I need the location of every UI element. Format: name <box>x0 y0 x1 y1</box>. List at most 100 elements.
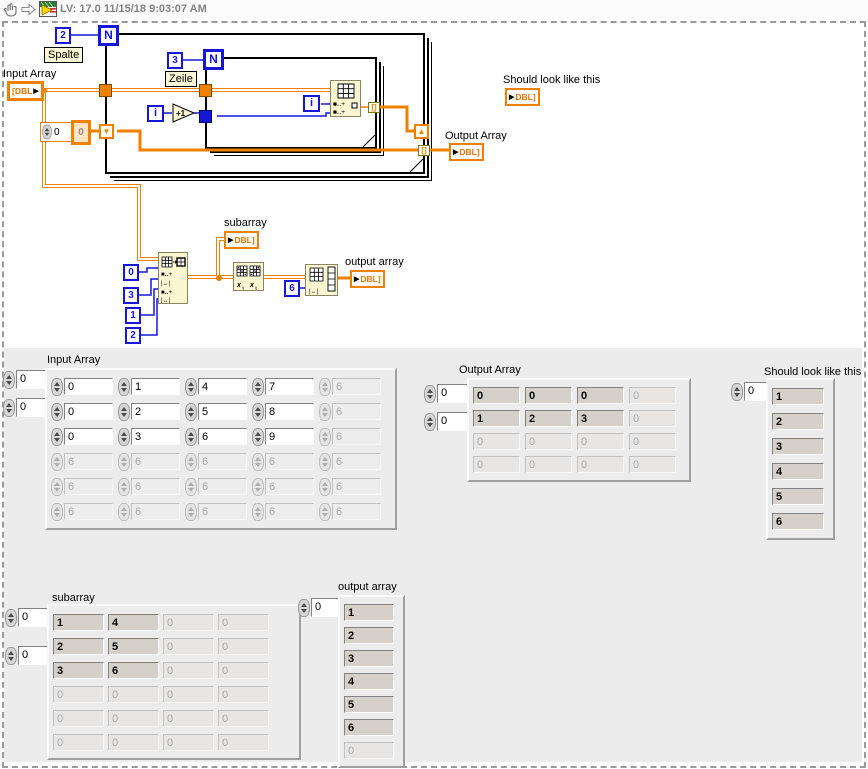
array-cell[interactable]: 6 <box>51 499 118 524</box>
index-spinner[interactable] <box>3 370 15 389</box>
cell-spinner[interactable] <box>185 402 197 421</box>
array-cell[interactable]: 4 <box>185 374 252 399</box>
free-label-zeile[interactable]: Zeile <box>165 71 197 87</box>
subset-length-constant[interactable]: 3 <box>123 287 139 304</box>
vi-icon[interactable] <box>39 1 57 18</box>
cell-spinner[interactable] <box>319 377 331 396</box>
cell-spinner[interactable] <box>51 427 63 446</box>
cell-value[interactable]: 6 <box>332 453 381 470</box>
tunnel-orange-inner[interactable] <box>199 84 212 97</box>
cell-spinner[interactable] <box>319 502 331 521</box>
index-value[interactable]: 0 <box>16 398 47 417</box>
index-array-function[interactable]: ■‥+ ■‥+ <box>330 80 361 117</box>
array-cell[interactable]: 6 <box>185 499 252 524</box>
index-value[interactable]: 0 <box>16 370 47 389</box>
constant-spinner[interactable] <box>42 124 52 140</box>
index-spinner[interactable] <box>3 398 15 417</box>
output-lower-index-0[interactable]: 0 <box>298 598 342 617</box>
cell-value[interactable]: 0 <box>64 403 113 420</box>
cell-value[interactable]: 6 <box>198 503 247 520</box>
output-array-terminal[interactable]: ▶DBL] <box>449 143 484 161</box>
array-cell[interactable]: 6 <box>252 449 319 474</box>
array-cell[interactable]: 9 <box>252 424 319 449</box>
cell-spinner[interactable] <box>252 402 264 421</box>
array-cell[interactable]: 6 <box>118 449 185 474</box>
cell-value[interactable]: 6 <box>265 453 314 470</box>
array-cell[interactable]: 6 <box>252 474 319 499</box>
cell-value[interactable]: 2 <box>131 403 180 420</box>
outer-loop-count-terminal[interactable]: N <box>98 25 119 46</box>
index-spinner[interactable] <box>424 384 436 403</box>
array-cell[interactable]: 6 <box>185 474 252 499</box>
index-value[interactable]: 0 <box>437 412 468 431</box>
numeric-constant[interactable]: 2 <box>55 27 71 44</box>
subset-index-constant[interactable]: 0 <box>123 264 139 281</box>
cell-value[interactable]: 0 <box>64 378 113 395</box>
shift-init-constant-selected[interactable]: 0 <box>71 120 91 145</box>
cell-spinner[interactable] <box>118 452 130 471</box>
cell-value[interactable]: 3 <box>131 428 180 445</box>
cell-spinner[interactable] <box>252 377 264 396</box>
cell-spinner[interactable] <box>51 477 63 496</box>
array-cell[interactable]: 3 <box>118 424 185 449</box>
shift-init-constant[interactable]: 0 <box>40 122 72 142</box>
cell-spinner[interactable] <box>185 427 197 446</box>
cell-spinner[interactable] <box>252 427 264 446</box>
inner-iteration-terminal[interactable]: i <box>303 95 320 112</box>
output-lower-terminal[interactable]: ▶DBL] <box>350 270 385 288</box>
input-array-index-0[interactable]: 0 <box>3 370 47 389</box>
array-cell[interactable]: 5 <box>185 399 252 424</box>
array-cell[interactable]: 6 <box>51 474 118 499</box>
cell-value[interactable]: 9 <box>265 428 314 445</box>
index-spinner[interactable] <box>298 598 310 617</box>
cell-value[interactable]: 7 <box>265 378 314 395</box>
cell-value[interactable]: 6 <box>198 478 247 495</box>
free-label-spalte[interactable]: Spalte <box>44 47 84 63</box>
numeric-constant[interactable]: 3 <box>167 52 183 69</box>
cell-spinner[interactable] <box>185 452 197 471</box>
index-value[interactable]: 0 <box>311 598 342 617</box>
array-cell[interactable]: 6 <box>319 449 386 474</box>
output-array-index-1[interactable]: 0 <box>424 412 468 431</box>
array-cell[interactable]: 0 <box>51 374 118 399</box>
cell-spinner[interactable] <box>118 402 130 421</box>
cell-value[interactable]: 6 <box>332 378 381 395</box>
outer-iteration-terminal[interactable]: i <box>147 105 164 122</box>
cell-value[interactable]: 5 <box>198 403 247 420</box>
cell-value[interactable]: 4 <box>198 378 247 395</box>
index-value[interactable]: 0 <box>437 384 468 403</box>
subset-index-constant[interactable]: 1 <box>125 307 141 324</box>
cell-value[interactable]: 0 <box>64 428 113 445</box>
array-cell[interactable]: 0 <box>51 399 118 424</box>
cell-spinner[interactable] <box>51 402 63 421</box>
cell-spinner[interactable] <box>118 377 130 396</box>
cell-spinner[interactable] <box>185 502 197 521</box>
should-terminal[interactable]: ▶DBL] <box>505 88 540 106</box>
array-cell[interactable]: 6 <box>319 499 386 524</box>
array-cell[interactable]: 6 <box>185 449 252 474</box>
cell-spinner[interactable] <box>185 377 197 396</box>
array-cell[interactable]: 6 <box>319 399 386 424</box>
array-cell[interactable]: 6 <box>51 449 118 474</box>
array-cell[interactable]: 6 <box>118 499 185 524</box>
shift-register-left[interactable]: ▼ <box>99 124 114 139</box>
subarray-index-0[interactable]: 0 <box>5 608 49 627</box>
cell-value[interactable]: 6 <box>64 503 113 520</box>
index-spinner[interactable] <box>731 382 743 401</box>
cell-value[interactable]: 6 <box>198 453 247 470</box>
outer-for-loop[interactable] <box>105 33 432 181</box>
input-array-index-1[interactable]: 0 <box>3 398 47 417</box>
cell-spinner[interactable] <box>252 502 264 521</box>
cell-spinner[interactable] <box>51 452 63 471</box>
index-value[interactable]: 0 <box>18 646 49 665</box>
outer-loop-output-tunnel[interactable]: [] <box>418 145 430 156</box>
cell-spinner[interactable] <box>319 402 331 421</box>
array-cell[interactable]: 2 <box>118 399 185 424</box>
array-cell[interactable]: 1 <box>118 374 185 399</box>
array-cell[interactable]: 0 <box>51 424 118 449</box>
subarray-index-1[interactable]: 0 <box>5 646 49 665</box>
array-cell[interactable]: 6 <box>252 499 319 524</box>
cell-spinner[interactable] <box>51 377 63 396</box>
index-spinner[interactable] <box>5 646 17 665</box>
array-cell[interactable]: 8 <box>252 399 319 424</box>
